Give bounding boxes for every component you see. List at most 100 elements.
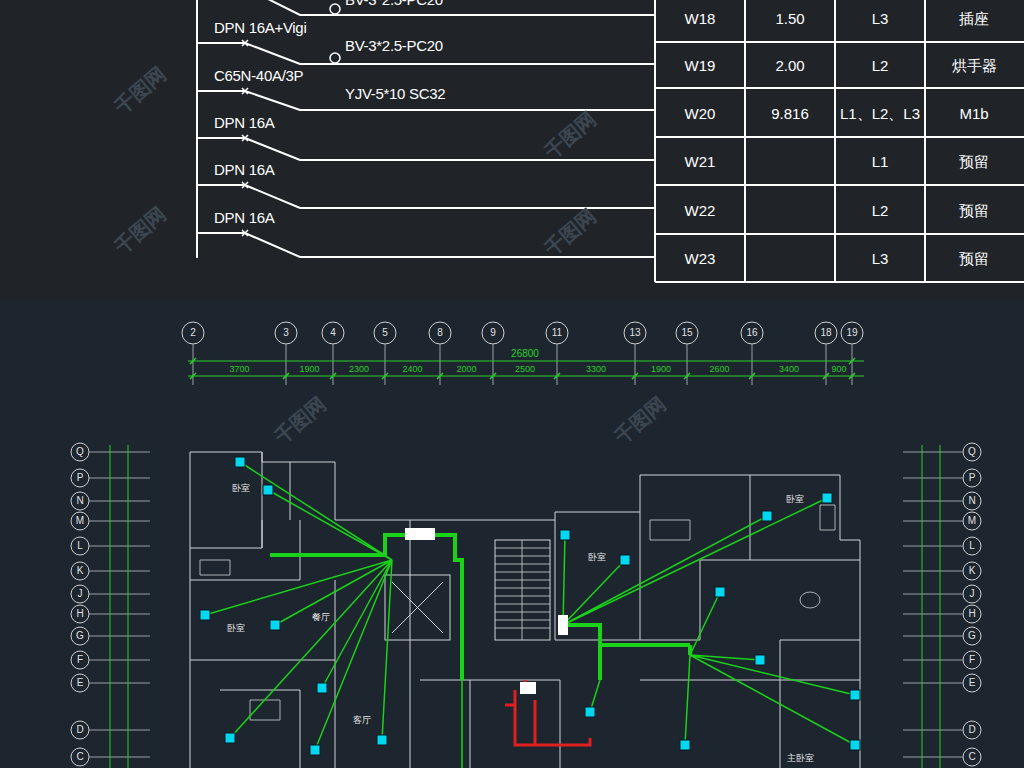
room-name: 餐厅: [311, 613, 331, 622]
axis-letter: J: [970, 589, 975, 599]
room-name: 主卧室: [786, 754, 815, 763]
dimension-value: 3300: [586, 365, 606, 374]
device-symbol: [762, 511, 772, 521]
axis-letter: D: [968, 725, 975, 735]
axis-number: 5: [382, 328, 388, 338]
table-grid: [655, 0, 1024, 282]
room-name: 卧室: [587, 553, 607, 562]
circuit-annotation: DPN 16A+Vigi: [214, 20, 306, 35]
elevator-cross: [392, 582, 443, 633]
axis-letter: K: [969, 566, 976, 576]
axis-bubble: [963, 627, 981, 645]
axis-letter: F: [77, 655, 83, 665]
table-cell: W19: [685, 58, 716, 73]
axis-letter: F: [969, 655, 975, 665]
axis-letter: N: [968, 496, 975, 506]
axis-number: 19: [846, 328, 857, 338]
axis-letter: Q: [968, 447, 976, 457]
trunk-wiring: [270, 535, 690, 680]
axis-number: 18: [820, 328, 831, 338]
room-name: 卧室: [231, 484, 251, 493]
circuit-annotation: YJV-5*10 SC32: [345, 86, 445, 101]
dimension-value: 900: [831, 365, 846, 374]
table-cell: L3: [872, 11, 889, 26]
axis-bubble: [182, 322, 204, 344]
axis-letter: P: [77, 473, 84, 483]
axis-line: [193, 344, 852, 385]
table-cell: W23: [685, 251, 716, 266]
device-symbol: [200, 610, 210, 620]
axis-number: 8: [437, 328, 443, 338]
dimension-total: 26800: [511, 349, 539, 359]
axis-number: 11: [552, 328, 562, 338]
device-symbol: [235, 457, 245, 467]
distribution-panel: [520, 682, 536, 694]
device-symbol: [680, 740, 690, 750]
stair-outline: [495, 540, 550, 640]
table-cell: 烘手器: [952, 58, 997, 73]
axis-bubble: [71, 443, 89, 461]
axis-bubble: [841, 322, 863, 344]
axis-bubble: [963, 585, 981, 603]
axis-bubble: [374, 322, 396, 344]
dimension-tick: [190, 358, 855, 379]
device-symbol: [270, 620, 280, 630]
table-cell: W22: [685, 203, 716, 218]
axis-bubble: [624, 322, 646, 344]
axis-bubble: [741, 322, 763, 344]
axis-number: 16: [746, 328, 757, 338]
circuit-annotation: DPN 16A: [214, 115, 274, 130]
axis-number: 15: [681, 328, 692, 338]
table-cell: L2: [872, 203, 889, 218]
fixture-symbol: [200, 505, 835, 720]
device-symbol: [225, 733, 235, 743]
axis-bubble: [482, 322, 504, 344]
dimension-value: 2000: [456, 365, 476, 374]
table-cell: L1、L2、L3: [840, 106, 920, 121]
axis-bubbles: [71, 443, 981, 766]
axis-bubble: [963, 748, 981, 766]
table-cell: 预留: [959, 154, 989, 169]
axis-letter: P: [969, 473, 976, 483]
axis-letter: C: [76, 752, 83, 762]
axis-bubble: [963, 605, 981, 623]
table-cell: M1b: [959, 106, 988, 121]
table-cell: 预留: [959, 251, 989, 266]
axis-letter: M: [968, 516, 976, 526]
axis-letter: H: [968, 609, 975, 619]
distribution-panel: [558, 615, 568, 635]
device-symbol: [560, 530, 570, 540]
axis-bubble: [71, 674, 89, 692]
axis-bubble: [963, 469, 981, 487]
red-wiring: [505, 680, 590, 745]
axis-bubble: [71, 469, 89, 487]
axis-bubble: [963, 721, 981, 739]
room-name: 卧室: [785, 495, 805, 504]
axis-letter: N: [76, 496, 83, 506]
device-symbol: [377, 735, 387, 745]
room-name: 卧室: [226, 624, 246, 633]
busbar: [196, 0, 198, 258]
table-cell: 插座: [959, 11, 989, 26]
axis-bubble: [963, 674, 981, 692]
dimension-value: 2600: [709, 365, 729, 374]
room-name: 客厅: [352, 716, 372, 725]
axis-bubbles: [182, 322, 863, 344]
wall-outline: [190, 452, 860, 768]
device-symbol: [263, 485, 273, 495]
axis-letter: Q: [76, 447, 84, 457]
axis-letter: M: [76, 516, 84, 526]
axis-number: 4: [330, 328, 336, 338]
dimension-value: 3700: [229, 365, 249, 374]
axis-line: [89, 452, 963, 757]
axis-letter: G: [968, 631, 976, 641]
axis-letter: K: [77, 566, 84, 576]
dimension-line: [188, 361, 864, 376]
device-symbol: [822, 493, 832, 503]
axis-bubble: [676, 322, 698, 344]
axis-number: 2: [190, 328, 196, 338]
axis-bubble: [429, 322, 451, 344]
table-cell: W21: [685, 154, 716, 169]
dimension-value: 3400: [779, 365, 799, 374]
axis-bubble: [71, 748, 89, 766]
